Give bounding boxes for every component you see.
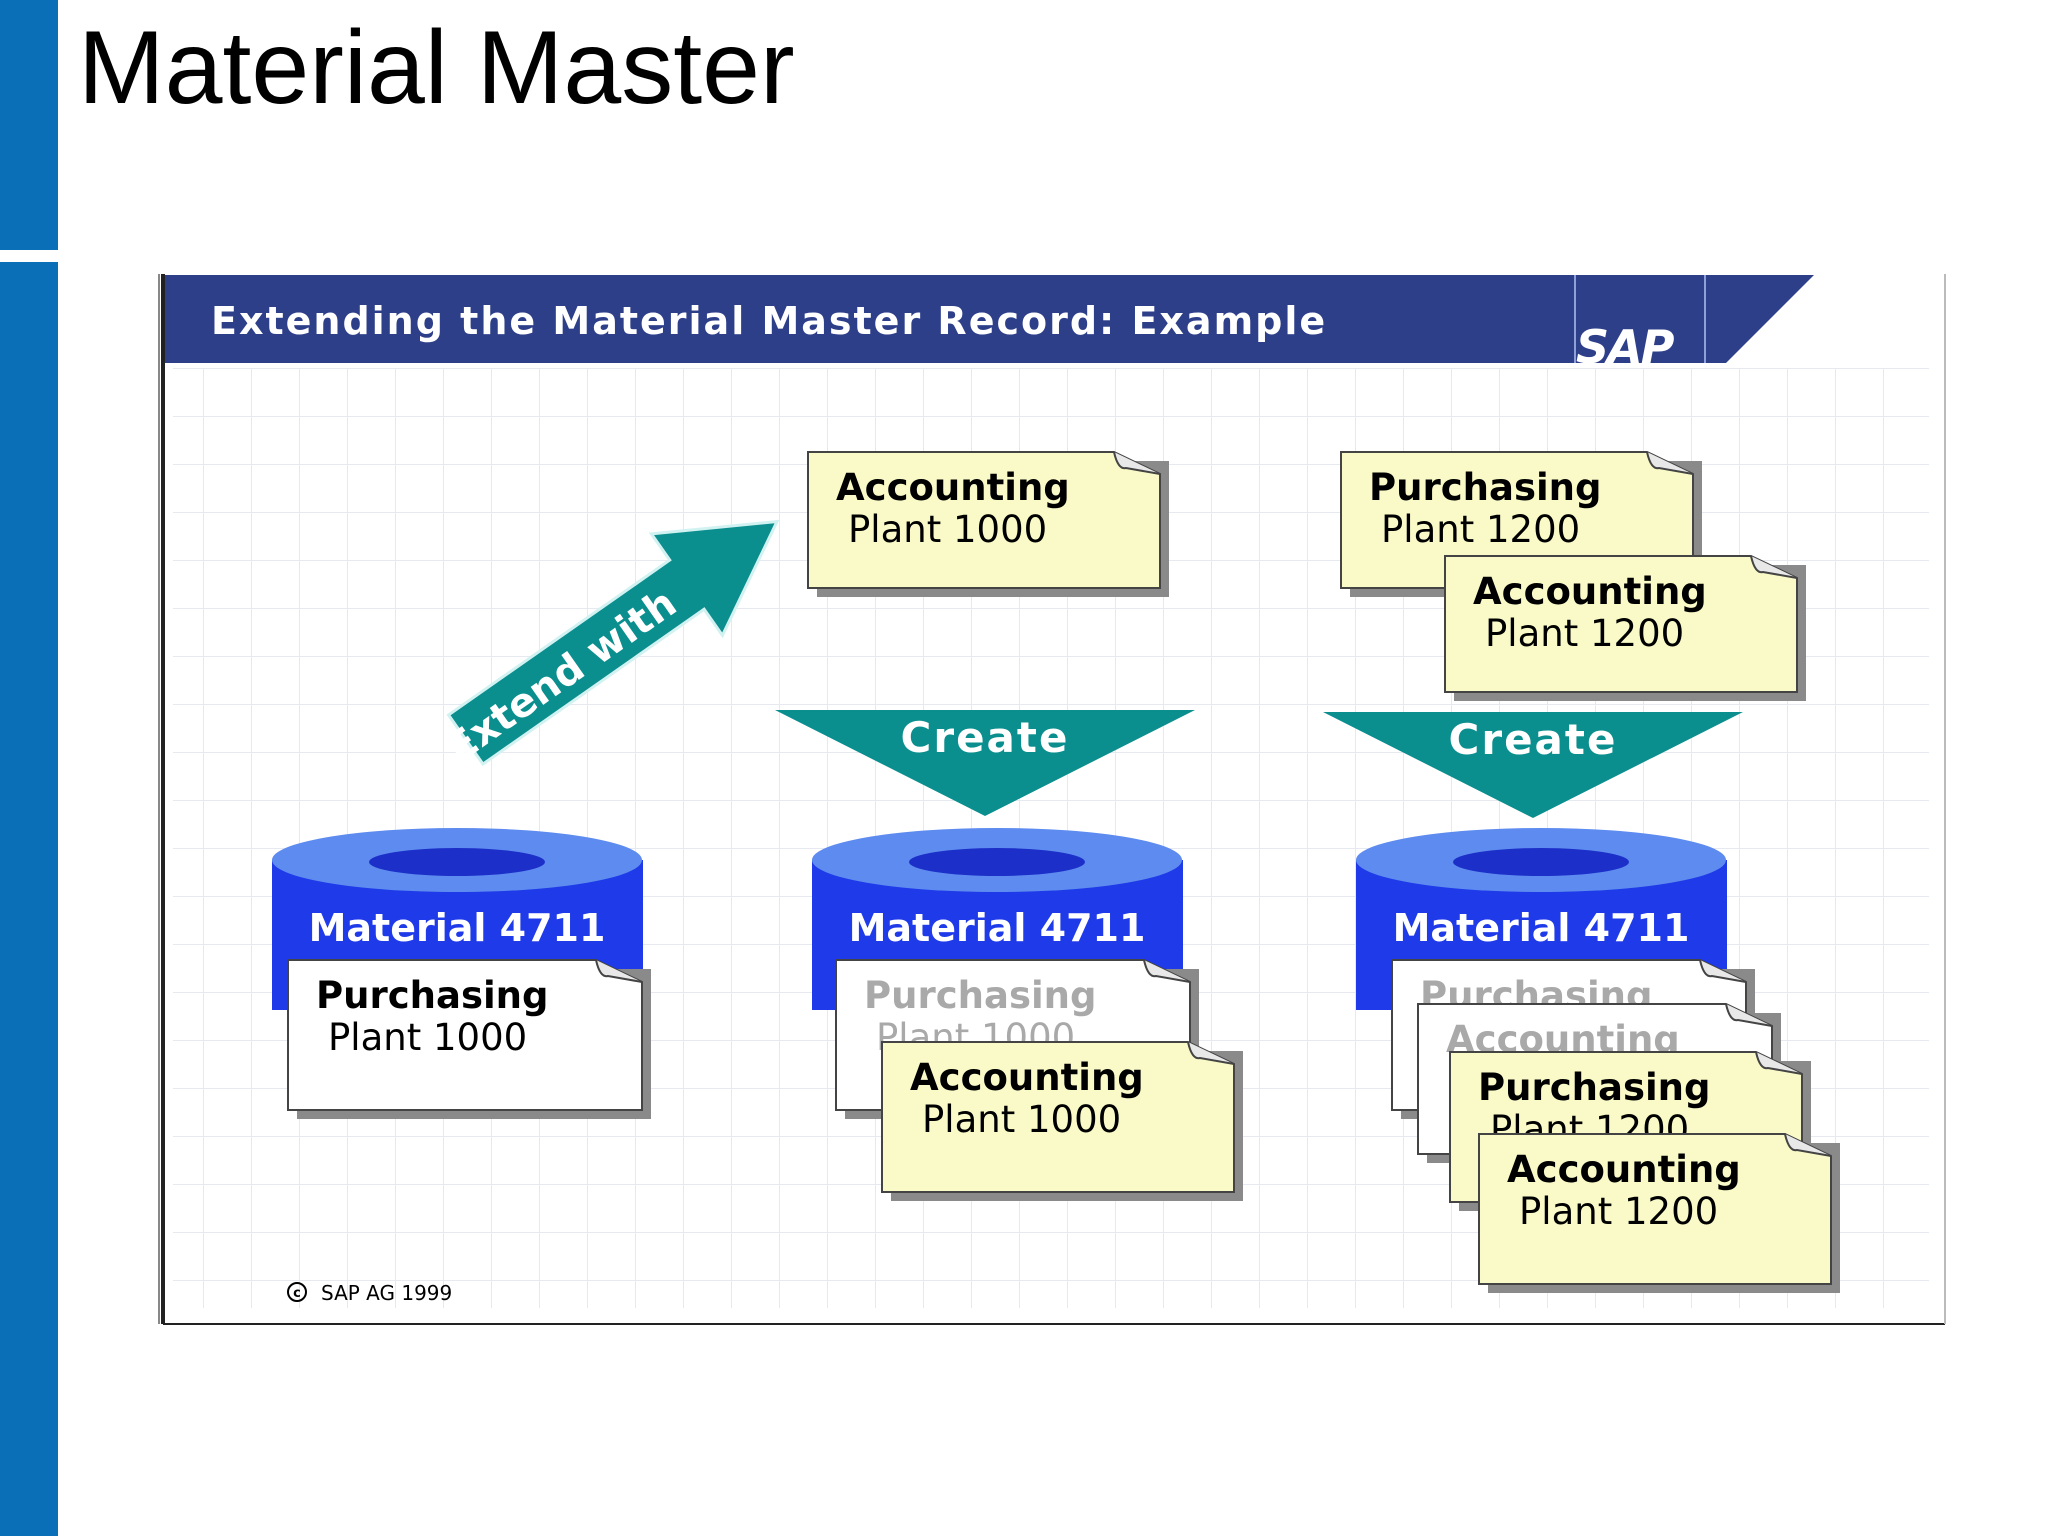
document-fold (1750, 555, 1798, 579)
diagram-canvas: Extending the Material Master Record: Ex… (155, 272, 1947, 1326)
document-fold (1113, 451, 1161, 475)
document-subtitle: Plant 1000 (922, 1098, 1121, 1141)
banner-angle (1602, 275, 1814, 363)
slide-banner: Extending the Material Master Record: Ex… (165, 275, 1814, 374)
database-label: Material 4711 (1393, 906, 1690, 950)
document-subtitle: Plant 1200 (1381, 508, 1580, 551)
document-title: Purchasing (1478, 1066, 1710, 1109)
database-label: Material 4711 (849, 906, 1146, 950)
create-arrow-2: Create (1323, 712, 1743, 818)
document-fold (1699, 959, 1747, 983)
document-subtitle: Plant 1200 (1519, 1190, 1718, 1233)
document-title: Accounting (1473, 570, 1707, 613)
cylinder-hole (909, 848, 1085, 876)
document-title: Purchasing (864, 974, 1096, 1017)
create-label: Create (1449, 715, 1618, 764)
copyright-icon-glyph: c (293, 1286, 301, 1301)
diagram-slide: Extending the Material Master Record: Ex… (155, 272, 1947, 1326)
document-subtitle: Plant 1200 (1485, 612, 1684, 655)
banner-background (165, 275, 1612, 363)
document-fold (1187, 1041, 1235, 1065)
document-title: Accounting (1507, 1148, 1741, 1191)
document-fold (1143, 959, 1191, 983)
document-subtitle: Plant 1000 (848, 508, 1047, 551)
create-arrow-shape (1323, 712, 1743, 818)
document-fold (595, 959, 643, 983)
document-title: Accounting (836, 466, 1070, 509)
document-page (881, 1041, 1235, 1193)
document-fold (1646, 451, 1694, 475)
material-database-3: Material 4711 (1356, 828, 1727, 1010)
document-fold (1784, 1133, 1832, 1157)
document-page (1340, 451, 1694, 589)
create-arrow-shape (775, 710, 1195, 816)
create-arrow-1: Create (775, 710, 1195, 816)
page-title: Material Master (78, 10, 795, 126)
sap-logo: SAP (1576, 320, 1675, 374)
page-sidebar-accent (0, 262, 58, 1536)
document-fold (1755, 1051, 1803, 1075)
copyright-notice: c SAP AG 1999 (287, 1281, 452, 1305)
document-page (807, 451, 1161, 589)
document-title: Purchasing (1369, 466, 1601, 509)
document-title: Accounting (910, 1056, 1144, 1099)
document-subtitle: Plant 1000 (328, 1016, 527, 1059)
copyright-icon (287, 1282, 307, 1302)
database-label: Material 4711 (309, 906, 606, 950)
copyright-text: SAP AG 1999 (321, 1281, 452, 1305)
page-sidebar-accent-top (0, 0, 58, 250)
document-page (1444, 555, 1798, 693)
document-title: Purchasing (316, 974, 548, 1017)
document-page (287, 959, 643, 1111)
banner-title: Extending the Material Master Record: Ex… (211, 299, 1327, 343)
document-fold (1725, 1003, 1773, 1027)
document-page (1478, 1133, 1832, 1285)
cylinder-hole (369, 848, 545, 876)
cylinder-hole (1453, 848, 1629, 876)
create-label: Create (901, 713, 1070, 762)
